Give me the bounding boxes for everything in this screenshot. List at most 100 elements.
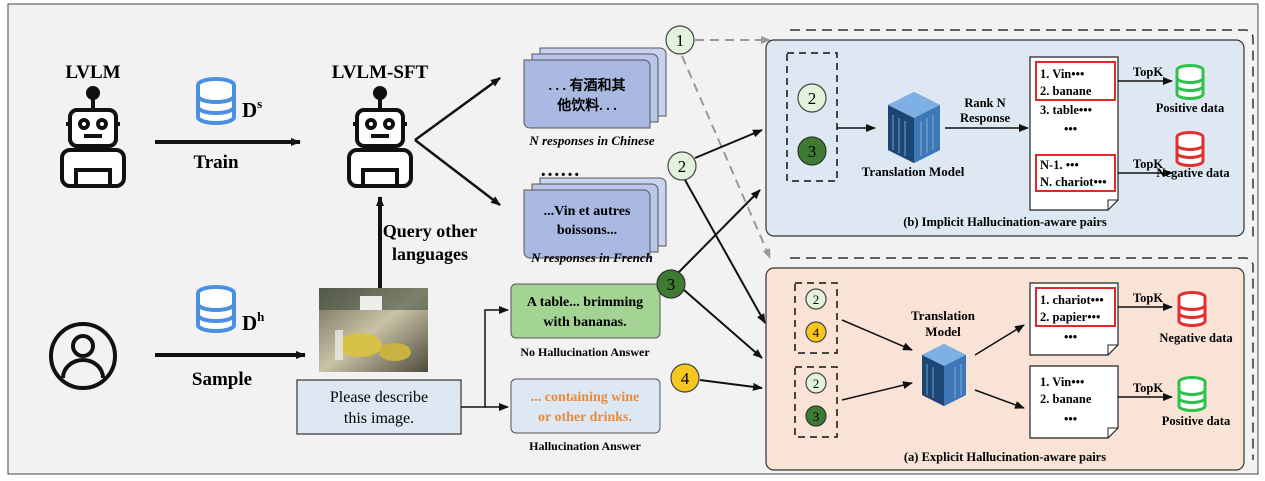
svg-text:2: 2	[813, 376, 820, 391]
explicit-pos-item-1: 1. Vin•••	[1040, 375, 1084, 389]
svg-text:1: 1	[676, 31, 685, 50]
arrow-to-chinese	[414, 76, 501, 142]
marker2-to-implicit	[694, 129, 763, 159]
french-caption: N responses in French	[530, 250, 653, 265]
explicit-neg-item-1: 1. chariot•••	[1040, 293, 1104, 307]
prompt-box	[296, 379, 462, 435]
explicit-negative-highlight	[1035, 287, 1116, 327]
explicit-topk-positive: TopK	[1133, 381, 1163, 395]
chinese-caption: N responses in Chinese	[528, 133, 655, 148]
ds-label: Ds	[242, 96, 262, 122]
implicit-marker-2: 2	[797, 83, 827, 113]
marker-1: 1	[665, 25, 695, 55]
implicit-list-item-1: 1. Vin•••	[1040, 67, 1084, 81]
explicit-bottom-to-model-arrow	[841, 381, 913, 401]
implicit-panel	[765, 39, 1245, 237]
chinese-response-stack: . . . 有酒和其 他饮料. . .	[523, 47, 667, 129]
prompt-line1: Please describe	[330, 389, 428, 406]
explicit-negative-db-icon	[1177, 291, 1207, 327]
implicit-bottom-highlight	[1035, 154, 1116, 192]
no-hallu-line2: with bananas.	[543, 315, 626, 330]
french-response-stack: ...Vin et autres boissons...	[523, 177, 667, 259]
rank-line1: Rank N	[964, 96, 1005, 110]
no-hallu-line1: A table... brimming	[527, 295, 643, 310]
translation-model-icon	[888, 92, 940, 163]
explicit-to-neg-doc-arrow	[974, 324, 1025, 356]
sample-image	[319, 288, 428, 372]
implicit-list-item-3: 3. table•••	[1040, 103, 1092, 117]
user-icon	[49, 322, 117, 390]
lvlm-robot-icon	[60, 86, 126, 188]
implicit-topk-positive: TopK	[1133, 65, 1163, 79]
hallu-caption: Hallucination Answer	[529, 439, 641, 453]
explicit-pos-item-2: 2. banane	[1040, 392, 1092, 406]
lvlm-sft-robot-icon	[347, 86, 413, 188]
hallucination-box	[510, 378, 661, 434]
explicit-positive-doc	[1029, 365, 1119, 439]
chinese-text-line1: . . . 有酒和其	[549, 77, 626, 94]
implicit-ranked-doc	[1029, 56, 1119, 211]
implicit-topk-negative: TopK	[1133, 157, 1163, 171]
responses-ellipsis: ……	[540, 159, 580, 181]
implicit-top-highlight	[1035, 61, 1116, 101]
explicit-to-pos-doc-arrow	[974, 389, 1025, 409]
implicit-dashed-frame	[790, 29, 1254, 240]
french-text-line2: boissons...	[557, 223, 617, 238]
arrow-to-french	[414, 139, 501, 206]
marker1-dash-to-explicit	[681, 55, 771, 259]
prompt-line2: this image.	[344, 410, 414, 427]
explicit-panel	[765, 267, 1245, 471]
implicit-positive-db-icon	[1175, 64, 1205, 100]
marker4-to-explicit	[699, 379, 763, 391]
explicit-top-marker-4: 4	[805, 321, 827, 343]
explicit-model-line2: Model	[925, 324, 961, 339]
explicit-neg-item-2: 2. papier•••	[1040, 310, 1100, 324]
hallu-line1: ... containing wine	[531, 390, 640, 405]
implicit-negative-label: Negative data	[1156, 166, 1230, 180]
explicit-negative-label: Negative data	[1159, 331, 1233, 345]
query-line2: languages	[392, 244, 468, 264]
arrow-to-no-hallu	[461, 306, 509, 408]
explicit-topk-negative: TopK	[1133, 291, 1163, 305]
svg-text:2: 2	[808, 89, 817, 108]
french-text-line1: ...Vin et autres	[544, 204, 631, 219]
rank-line2: Response	[960, 111, 1010, 125]
svg-text:4: 4	[681, 369, 690, 388]
implicit-list-item-5: N-1. •••	[1040, 158, 1079, 172]
explicit-bottom-marker-3: 3	[805, 405, 827, 427]
sample-label: Sample	[192, 369, 252, 390]
hallu-line2: or other drinks.	[538, 410, 632, 425]
implicit-negative-db-icon	[1175, 131, 1205, 167]
svg-text:2: 2	[813, 292, 820, 307]
database-dh-icon	[196, 285, 236, 333]
explicit-input-group-bottom	[794, 366, 838, 438]
lvlm-label: LVLM	[65, 62, 120, 83]
explicit-negative-doc	[1029, 282, 1119, 356]
implicit-list-item-2: 2. banane	[1040, 84, 1092, 98]
explicit-positive-label: Positive data	[1162, 414, 1231, 428]
svg-text:4: 4	[813, 325, 820, 340]
lvlm-sft-label: LVLM-SFT	[332, 62, 429, 83]
svg-text:3: 3	[667, 275, 676, 294]
marker2-to-explicit	[684, 179, 766, 324]
explicit-neg-item-3: •••	[1064, 330, 1077, 344]
implicit-title: (b) Implicit Hallucination-aware pairs	[903, 215, 1107, 229]
train-label: Train	[193, 152, 238, 173]
explicit-translation-model-icon	[922, 344, 966, 406]
svg-text:2: 2	[678, 157, 687, 176]
implicit-marker-3: 3	[797, 136, 827, 166]
query-line1: Query other	[383, 221, 477, 241]
explicit-title: (a) Explicit Hallucination-aware pairs	[904, 450, 1106, 464]
marker-2: 2	[667, 151, 697, 181]
implicit-positive-label: Positive data	[1156, 101, 1225, 115]
explicit-top-to-model-arrow	[841, 319, 913, 351]
dh-label: Dh	[242, 309, 265, 335]
explicit-input-group-top	[794, 282, 838, 354]
marker3-to-implicit	[675, 189, 761, 276]
explicit-bottom-marker-2: 2	[805, 372, 827, 394]
explicit-model-line1: Translation	[911, 308, 976, 323]
database-ds-icon	[196, 77, 236, 125]
explicit-dashed-frame	[790, 257, 1254, 460]
no-hallucination-box	[510, 283, 661, 339]
